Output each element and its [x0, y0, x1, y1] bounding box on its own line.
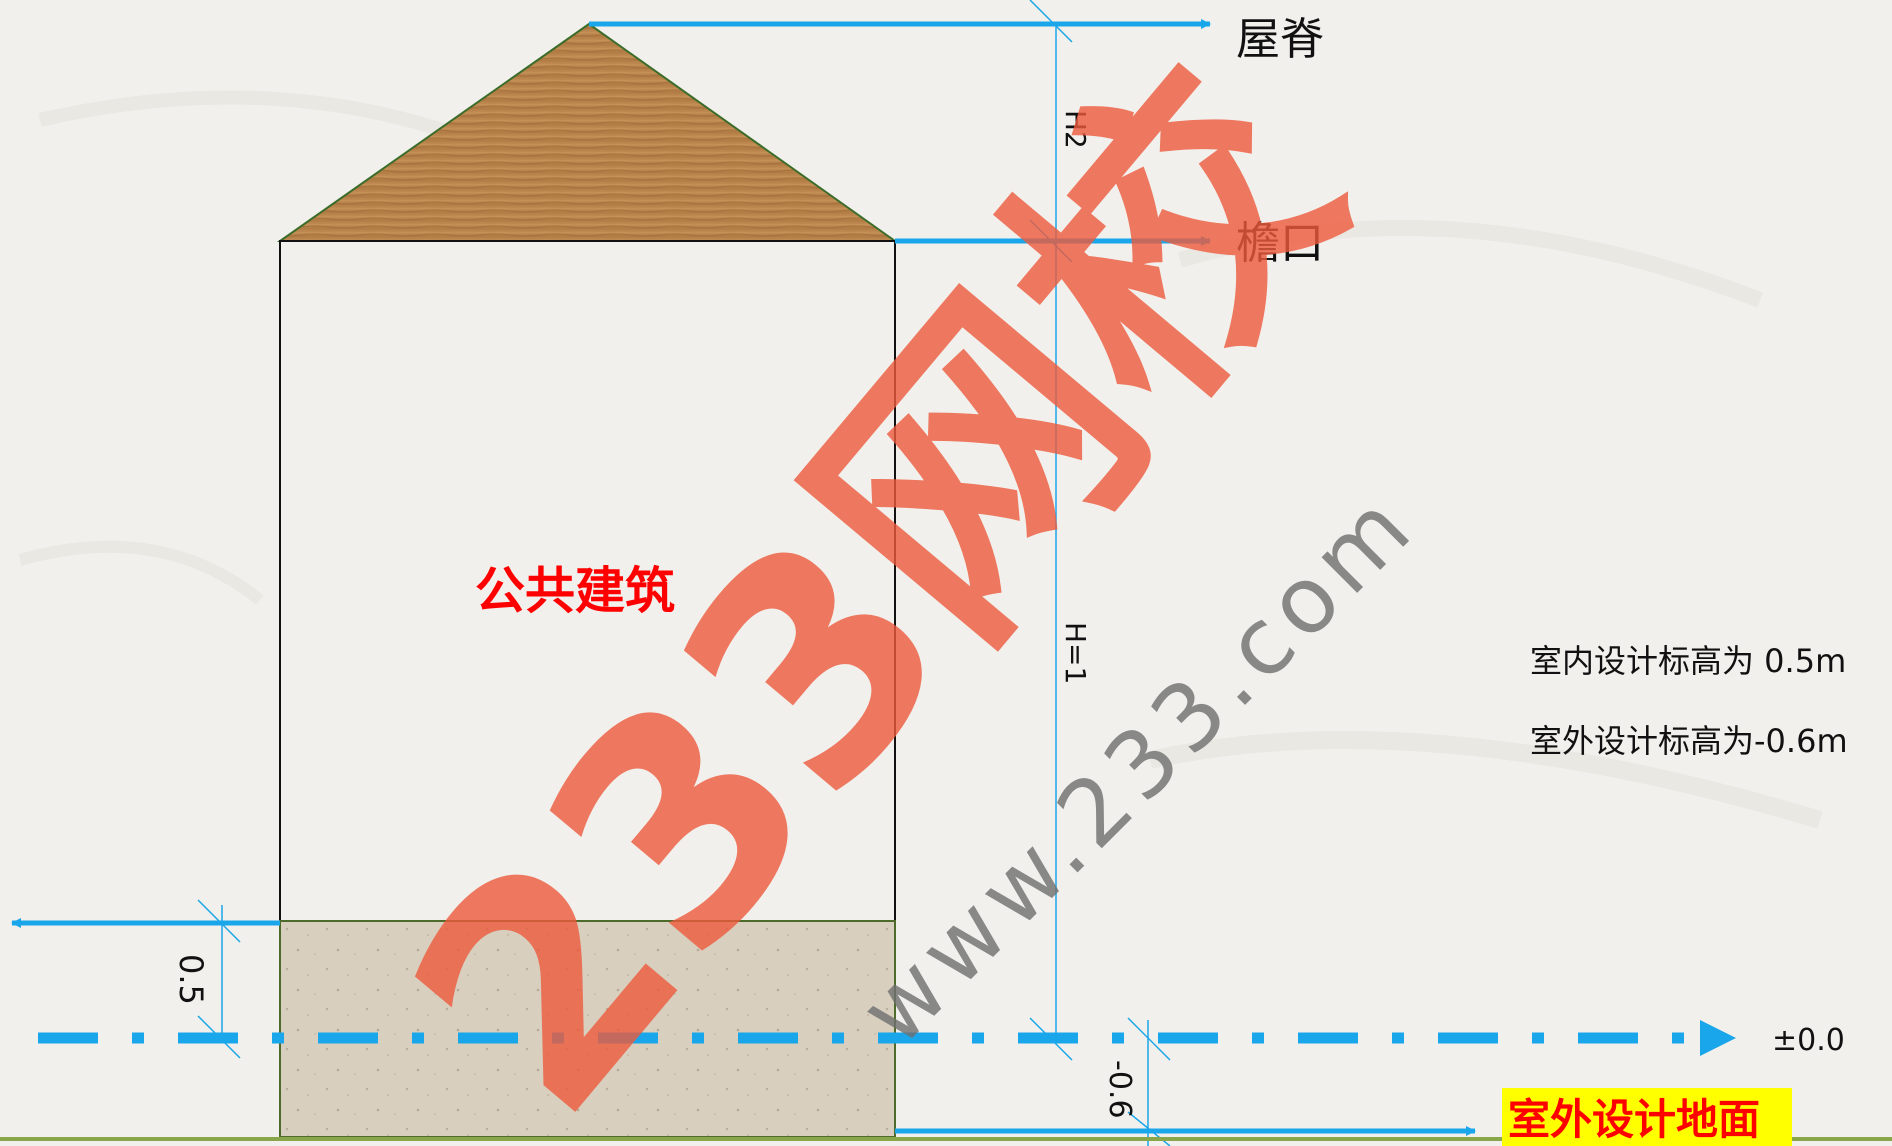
h1-label: H=1	[1059, 622, 1092, 684]
tick-eave	[1029, 219, 1073, 263]
h2-label: H2	[1059, 110, 1092, 149]
outdoor-level-label: -0.6	[1102, 1060, 1137, 1119]
tick-indoor-top	[197, 899, 241, 943]
plinth-block	[279, 920, 896, 1138]
indoor-note: 室内设计标高为 0.5m	[1530, 642, 1846, 680]
outdoor-note: 室外设计标高为-0.6m	[1530, 722, 1848, 760]
tick-ridge	[1029, 0, 1073, 43]
ridge-label: 屋脊	[1236, 14, 1324, 65]
roof-triangle	[276, 22, 899, 242]
tick-outdoor-top	[1127, 1017, 1171, 1061]
zero-level-label: ±0.0	[1772, 1023, 1845, 1058]
zero-level-arrowhead	[1700, 1020, 1736, 1056]
outdoor-ground-highlight	[1502, 1088, 1792, 1146]
building-title: 公共建筑	[475, 562, 675, 620]
eave-label: 檐口	[1236, 218, 1324, 269]
indoor-level-label: 0.5	[172, 954, 210, 1005]
outdoor-ground-label: 室外设计地面	[1508, 1095, 1760, 1144]
